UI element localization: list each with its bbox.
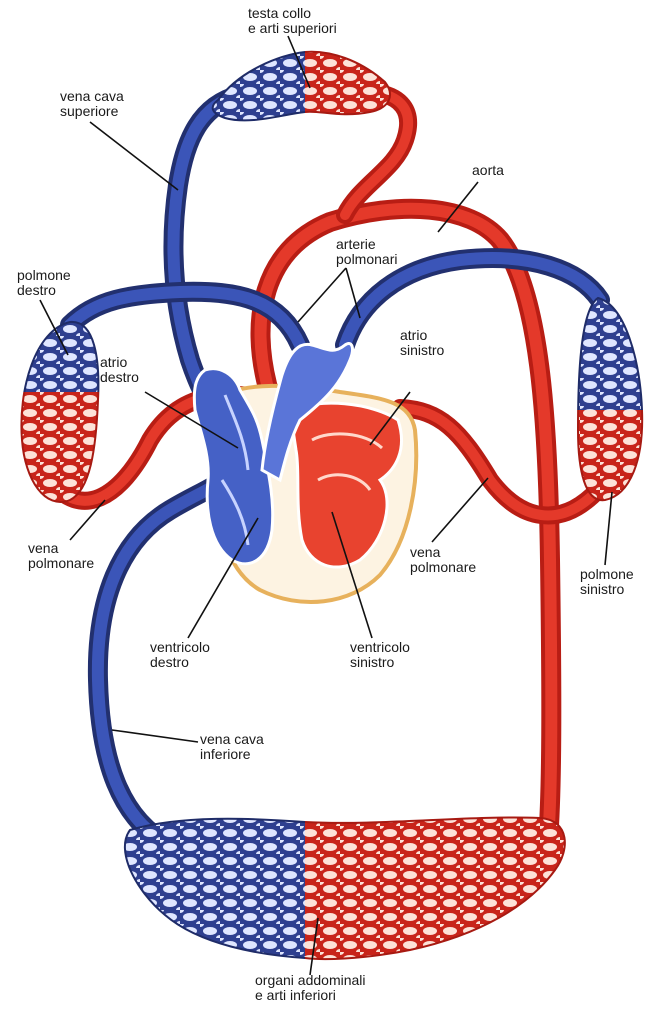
leader-vena-polmonare-right xyxy=(432,478,488,542)
head-capillaries xyxy=(213,52,390,121)
right-lung xyxy=(578,298,642,500)
abdominal-capillaries xyxy=(125,817,565,959)
vena-polmonare-right-vessel xyxy=(400,408,598,515)
heart xyxy=(194,343,416,602)
left-lung xyxy=(21,322,98,502)
leader-arterie-left xyxy=(298,268,346,322)
label-aorta: aorta xyxy=(472,163,504,178)
leader-vena-cava-superiore xyxy=(90,122,178,190)
leader-vena-cava-inferiore xyxy=(112,730,198,742)
leader-polmone-sinistro xyxy=(605,492,612,565)
